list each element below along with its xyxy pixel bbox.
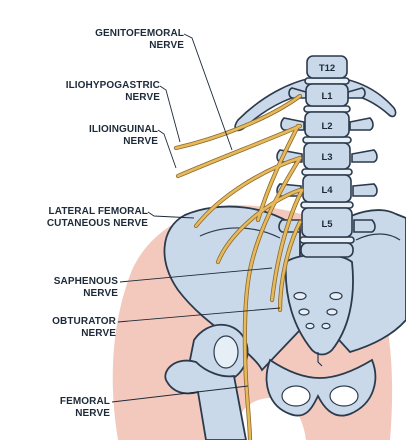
label-obturator-line1: OBTURATOR — [52, 316, 116, 327]
label-ilioinguinal-nerve: ILIOINGUINAL NERVE — [40, 124, 158, 148]
vertebra-labels: T12 L1 L2 L3 L4 L5 — [319, 63, 335, 230]
label-genitofemoral-line2: NERVE — [149, 40, 184, 51]
vertebra-label-l5: L5 — [321, 219, 333, 230]
label-iliohypogastric-line2: NERVE — [125, 92, 160, 103]
saphenous-branch — [270, 188, 304, 302]
lateral-femoral-cutaneous-nerve — [194, 156, 302, 228]
label-ilioinguinal-line2: NERVE — [123, 136, 158, 147]
label-ilioinguinal-line1: ILIOINGUINAL — [89, 124, 158, 135]
label-genitofemoral-nerve: GENITOFEMORAL NERVE — [60, 28, 184, 52]
femoral-nerve — [243, 156, 302, 440]
label-obturator-nerve: OBTURATOR NERVE — [20, 316, 116, 340]
leader-femoral — [111, 385, 249, 403]
vertebra-label-t12: T12 — [319, 63, 335, 74]
leader-lines — [111, 33, 281, 403]
vertebra-label-l1: L1 — [321, 91, 333, 102]
label-iliohypogastric-nerve: ILIOHYPOGASTRIC NERVE — [30, 80, 160, 104]
label-saphenous-line2: NERVE — [83, 288, 118, 299]
label-lateral-femoral-cutaneous-nerve: LATERAL FEMORAL CUTANEOUS NERVE — [14, 206, 148, 230]
obturator-nerve — [278, 220, 302, 312]
leader-saphenous — [119, 267, 273, 283]
label-obturator-line2: NERVE — [81, 328, 116, 339]
label-genitofemoral-line1: GENITOFEMORAL — [95, 28, 184, 39]
leader-genitofemoral — [183, 33, 233, 151]
leader-ilioinguinal — [157, 129, 177, 169]
label-iliohypogastric-line1: ILIOHYPOGASTRIC — [65, 80, 160, 91]
vertebral-column — [276, 55, 378, 258]
vertebra-label-l3: L3 — [321, 152, 332, 163]
leader-iliohypogastric — [159, 85, 181, 143]
leader-lateral-femoral — [147, 211, 195, 219]
label-saphenous-nerve: SAPHENOUS NERVE — [20, 276, 118, 300]
leader-obturator — [117, 307, 281, 323]
label-lateral-femoral-line2: CUTANEOUS NERVE — [46, 218, 148, 229]
genitofemoral-nerve — [216, 188, 302, 264]
label-saphenous-line1: SAPHENOUS — [53, 276, 118, 287]
vertebra-label-l4: L4 — [321, 185, 333, 196]
vertebra-label-l2: L2 — [321, 121, 332, 132]
ilioinguinal-nerve — [176, 124, 302, 178]
label-femoral-nerve: FEMORAL NERVE — [20, 396, 110, 420]
label-femoral-line1: FEMORAL — [59, 396, 110, 407]
nerves — [174, 94, 304, 440]
label-femoral-line2: NERVE — [75, 408, 110, 419]
nerve-branch — [256, 124, 300, 222]
iliohypogastric-nerve — [174, 94, 302, 150]
label-lateral-femoral-line1: LATERAL FEMORAL — [48, 206, 148, 217]
